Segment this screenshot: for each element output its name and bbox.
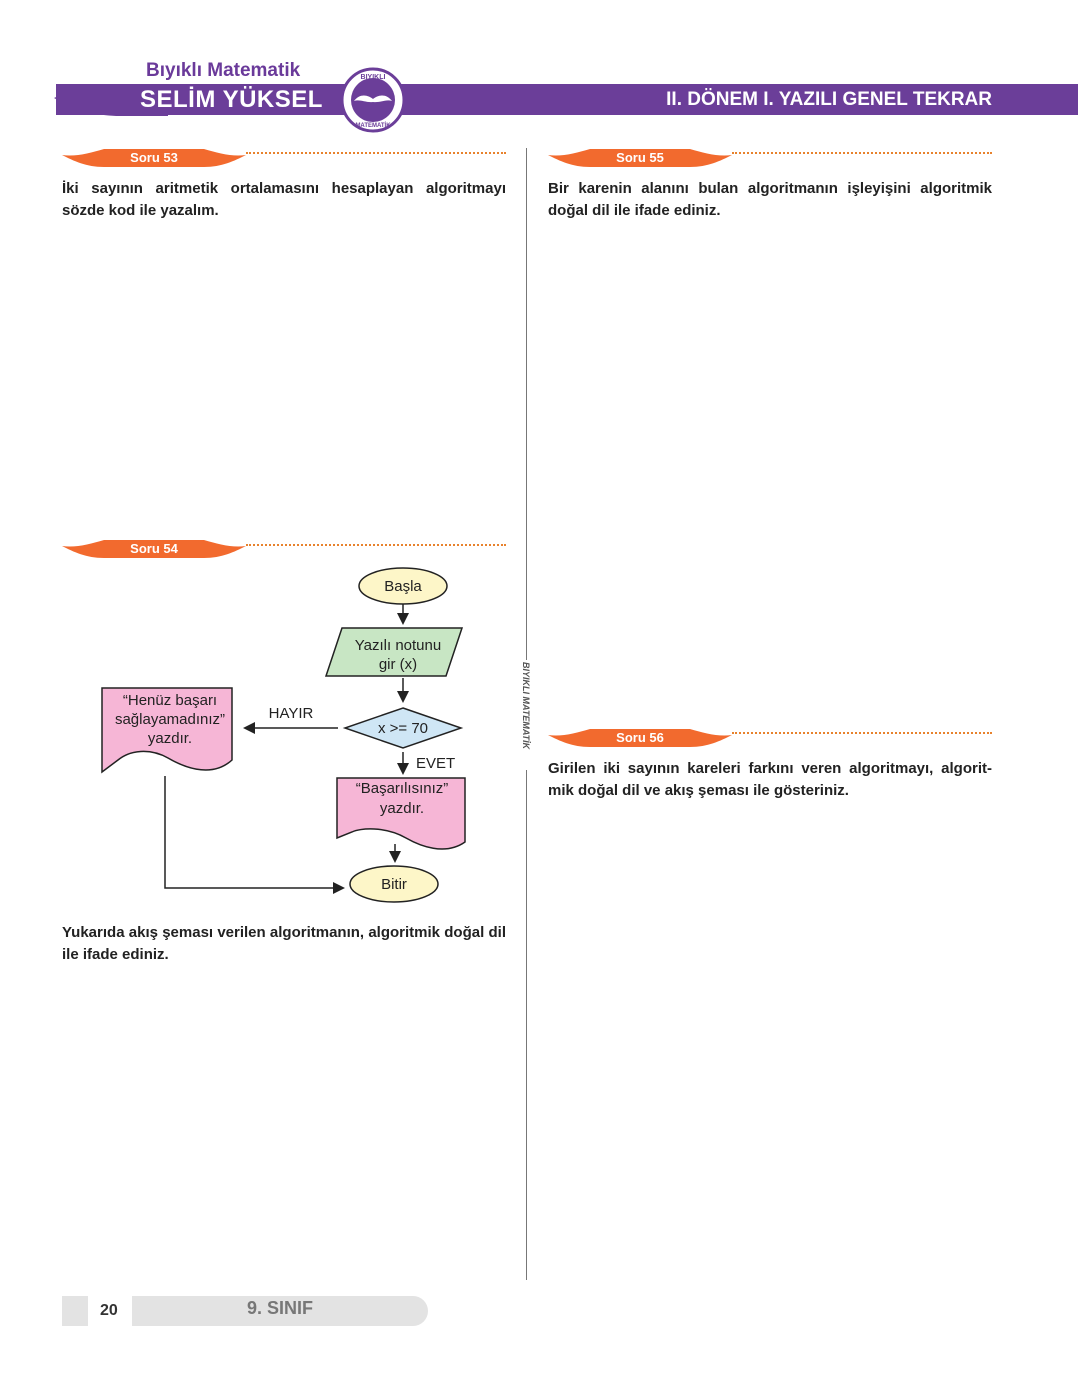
dotted-rule [732, 732, 992, 734]
logo-bottom-text: MATEMATİK [355, 122, 391, 129]
banner-shape [62, 149, 246, 167]
fail-label-2: sağlayamadınız” [115, 711, 225, 728]
no-label: HAYIR [269, 705, 314, 722]
dotted-rule [246, 152, 506, 154]
header-bar [56, 84, 1078, 115]
start-label: Başla [384, 578, 422, 595]
soru-56-label: Soru 56 [616, 730, 664, 745]
banner-shape [548, 149, 732, 167]
brand-name: SELİM YÜKSEL [140, 86, 323, 113]
side-label-text: BIYIKLI MATEMATİK [521, 662, 531, 751]
input-label-1: Yazılı notunu [355, 637, 441, 654]
soru-54-label: Soru 54 [130, 541, 178, 556]
decision-diamond [342, 707, 464, 749]
end-label: Bitir [381, 876, 407, 893]
fail-label-1: “Henüz başarı [123, 692, 217, 709]
banner-shape [548, 729, 732, 747]
page-number: 20 [100, 1302, 118, 1319]
soru-53-banner: Soru 53 [62, 147, 246, 169]
banner-shape [62, 540, 246, 558]
logo-top-text: BIYIKLI [361, 74, 386, 81]
page-title: II. DÖNEM I. YAZILI GENEL TEKRAR [666, 89, 992, 110]
pass-label-2: yazdır. [380, 800, 424, 817]
flowchart: Başla Yazılı notunu gir (x) x >= 70 HAYI… [101, 567, 466, 903]
decision-label: x >= 70 [378, 720, 428, 737]
fail-label-3: yazdır. [148, 730, 192, 747]
soru-54-banner: Soru 54 [62, 538, 246, 560]
grade-label: 9. SINIF [246, 1298, 313, 1318]
arrow-fail-to-end [164, 776, 345, 894]
side-brand-label: BIYIKLI MATEMATİK [518, 660, 536, 770]
dotted-rule [246, 544, 506, 546]
mustache-logo: BIYIKLI MATEMATİK [340, 67, 406, 133]
soru-56-banner: Soru 56 [548, 727, 732, 749]
soru-55-banner: Soru 55 [548, 147, 732, 169]
soru-56-text: Girilen iki sayının kareleri farkını ver… [548, 760, 992, 799]
brand-subtitle: Bıyıklı Matematik [146, 60, 301, 81]
input-box [324, 627, 464, 677]
soru-53-label: Soru 53 [130, 150, 178, 165]
footer-block [62, 1296, 88, 1326]
end-terminal [349, 865, 439, 903]
pass-output-box [336, 777, 466, 850]
soru-55-label: Soru 55 [616, 150, 664, 165]
soru-53-text: İki sayının aritmetik ortalamasını hesap… [62, 180, 506, 219]
footer-bar [132, 1296, 428, 1326]
dotted-rule [732, 152, 992, 154]
input-label-2: gir (x) [379, 656, 417, 673]
soru-54-text: Yukarıda akış şeması verilen algoritmanı… [62, 924, 506, 963]
fail-output-box [101, 687, 233, 774]
soru-55-text: Bir karenin alanını bulan algoritmanın i… [548, 180, 992, 219]
pass-label-1: “Başarılısınız” [356, 780, 449, 797]
yes-label: EVET [416, 755, 455, 772]
